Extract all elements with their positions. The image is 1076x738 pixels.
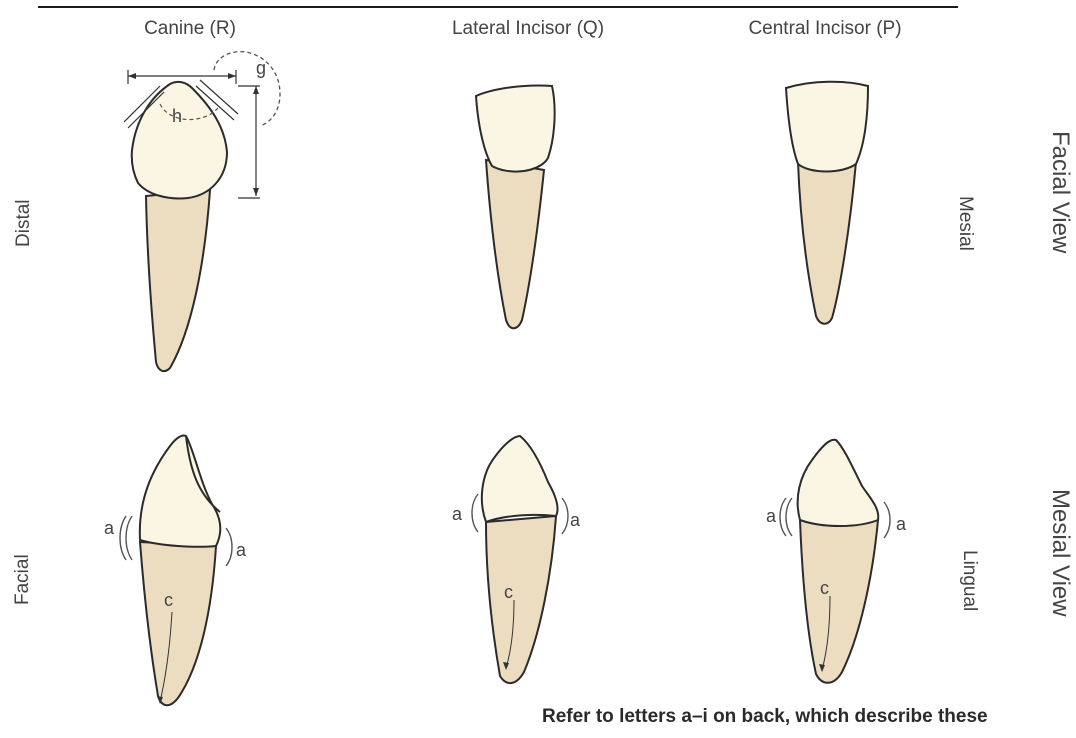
lateral-facial-crown [476, 85, 555, 171]
lateral-bracket-left [472, 494, 478, 532]
central-facial-tooth [786, 82, 868, 324]
central-mesial-tooth: a a c [766, 440, 907, 683]
central-letter-c: c [820, 578, 829, 598]
central-facial-crown [786, 82, 868, 172]
central-bracket-right [884, 502, 890, 538]
lateral-letter-a-left: a [452, 504, 463, 524]
central-bracket-left [786, 498, 792, 536]
lateral-facial-tooth [476, 85, 555, 328]
canine-letter-c: c [164, 590, 173, 610]
central-letter-a-right: a [896, 514, 907, 534]
arrow-left [128, 73, 136, 79]
canine-letter-a-left: a [104, 518, 115, 538]
canine-bracket-left [126, 516, 132, 560]
canine-mesial-crown [140, 435, 221, 546]
footer-note: Refer to letters a–i on back, which desc… [542, 706, 988, 728]
lateral-mesial-tooth: a a c [452, 436, 581, 683]
central-mesial-crown [798, 440, 879, 526]
central-mesial-root [800, 520, 878, 683]
lateral-mesial-crown [482, 436, 558, 522]
lateral-bracket-right [562, 498, 568, 534]
canine-mesial-tooth: a a c [104, 435, 247, 705]
lateral-letter-c: c [504, 582, 513, 602]
lateral-mesial-root [486, 516, 556, 683]
arrow-right [228, 73, 236, 79]
lateral-facial-root [486, 160, 544, 328]
canine-bracket-right [226, 528, 232, 566]
canine-bracket-left-2 [120, 516, 126, 560]
canine-facial-tooth: g h [124, 52, 280, 371]
central-bracket-left-2 [780, 498, 786, 536]
canine-facial-root [146, 190, 210, 371]
central-letter-a-left: a [766, 506, 777, 526]
letter-h: h [172, 106, 182, 126]
g-dashed-circle [214, 52, 280, 126]
central-facial-root [798, 162, 856, 324]
letter-g: g [256, 58, 266, 78]
arrow-down [253, 188, 259, 196]
canine-letter-a-right: a [236, 540, 247, 560]
arrow-up [253, 86, 259, 94]
lateral-letter-a-right: a [570, 510, 581, 530]
canine-mesial-root [140, 542, 216, 705]
